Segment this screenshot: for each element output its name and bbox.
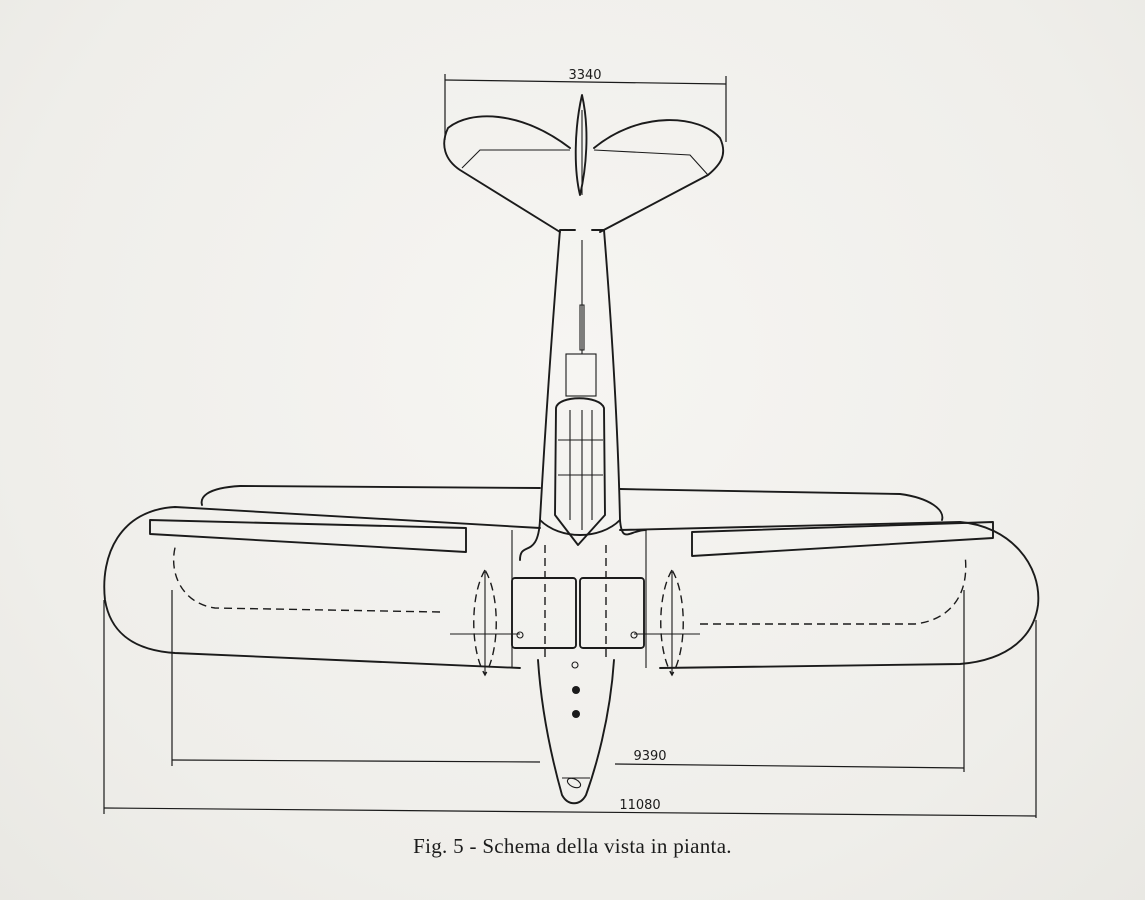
nacelles	[473, 568, 684, 677]
dimension-inner-span: 9390	[171, 590, 965, 772]
dimension-wingspan: 11080	[103, 600, 1037, 818]
figure-caption: Fig. 5 - Schema della vista in pianta.	[413, 834, 732, 858]
inner-span-label: 9390	[633, 749, 666, 764]
upper-wing	[149, 485, 994, 557]
fuselage	[519, 229, 647, 805]
wingspan-label: 11080	[619, 798, 660, 813]
centre-panels	[450, 577, 700, 649]
lower-wing	[103, 506, 1040, 669]
dimension-tail-span: 3340	[444, 68, 727, 142]
tail-unit	[443, 94, 725, 233]
tail-span-label: 3340	[568, 68, 601, 83]
